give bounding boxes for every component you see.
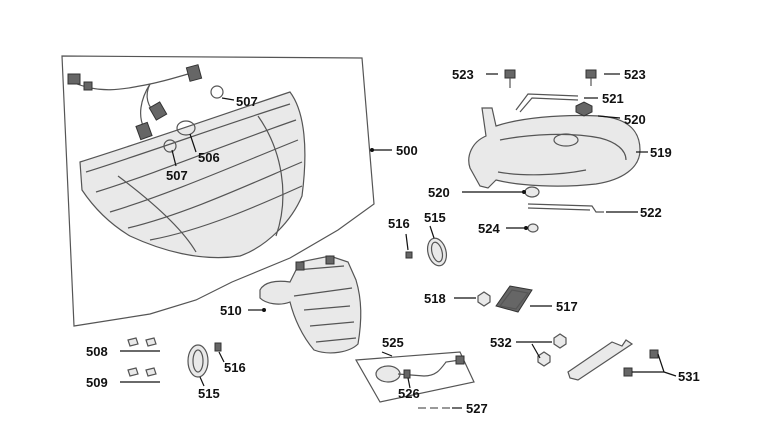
part-516-screw-bottom [214,342,222,352]
callout-524: 524 [478,221,500,236]
part-532-nuts [537,333,567,367]
callout-520-upper: 520 [624,112,646,127]
callout-515-upper: 515 [424,210,446,225]
callout-520-lower: 520 [428,185,450,200]
part-531-bracket [567,339,659,381]
callout-521: 521 [602,91,624,106]
callout-507-lower: 507 [166,168,188,183]
callout-517: 517 [556,299,578,314]
callout-527: 527 [466,401,488,416]
callout-516-lower: 516 [224,360,246,375]
part-519-bracket-assembly [468,69,641,233]
part-510-license-holder [259,255,362,354]
part-515-lens-ring-bottom [187,344,209,378]
leader-lines [120,73,677,409]
callout-518: 518 [424,291,446,306]
callout-531: 531 [678,369,700,384]
callout-508: 508 [86,344,108,359]
callout-526: 526 [398,386,420,401]
part-525-light-assembly [355,351,475,403]
part-508-screws [127,337,157,347]
part-500-rear-cowl [61,55,375,327]
part-515-lens-ring-top [426,237,448,267]
callout-516-upper: 516 [388,216,410,231]
callout-523-right: 523 [624,67,646,82]
callout-522: 522 [640,205,662,220]
part-516-screw-top [405,251,413,259]
callout-519: 519 [650,145,672,160]
callout-507-upper: 507 [236,94,258,109]
part-517-reflector [495,285,533,313]
part-509-screws [127,367,157,377]
part-518-nut [477,291,491,307]
callout-515-lower: 515 [198,386,220,401]
leader-dots [262,148,528,312]
callout-523-left: 523 [452,67,474,82]
callout-509: 509 [86,375,108,390]
callout-506: 506 [198,150,220,165]
callout-510: 510 [220,303,242,318]
callout-500: 500 [396,143,418,158]
callout-532: 532 [490,335,512,350]
callout-525: 525 [382,335,404,350]
